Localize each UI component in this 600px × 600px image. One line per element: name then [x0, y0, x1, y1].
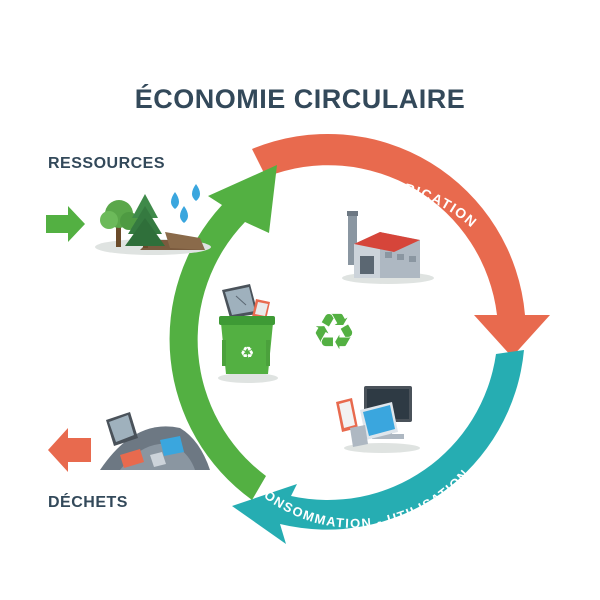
- recycle-symbol-icon: ♻: [312, 303, 357, 361]
- tree-icon: [95, 194, 211, 255]
- fabrication-arc: [252, 133, 550, 357]
- devices-icon: [336, 386, 420, 453]
- waste-label: DÉCHETS: [48, 494, 128, 511]
- water-drops-icon: [171, 184, 200, 223]
- factory-icon: [342, 211, 434, 284]
- page-title: ÉCONOMIE CIRCULAIRE: [134, 84, 466, 114]
- waste-pile-icon: [100, 412, 210, 470]
- svg-text:♻: ♻: [240, 343, 254, 362]
- waste-output-arrow: [48, 428, 91, 472]
- recycle-bin-icon: ♻: [218, 284, 278, 383]
- resources-input-arrow: [46, 206, 85, 242]
- resources-label: RESSOURCES: [48, 155, 166, 172]
- svg-text:♻: ♻: [312, 303, 357, 361]
- consumption-arc: [232, 350, 524, 544]
